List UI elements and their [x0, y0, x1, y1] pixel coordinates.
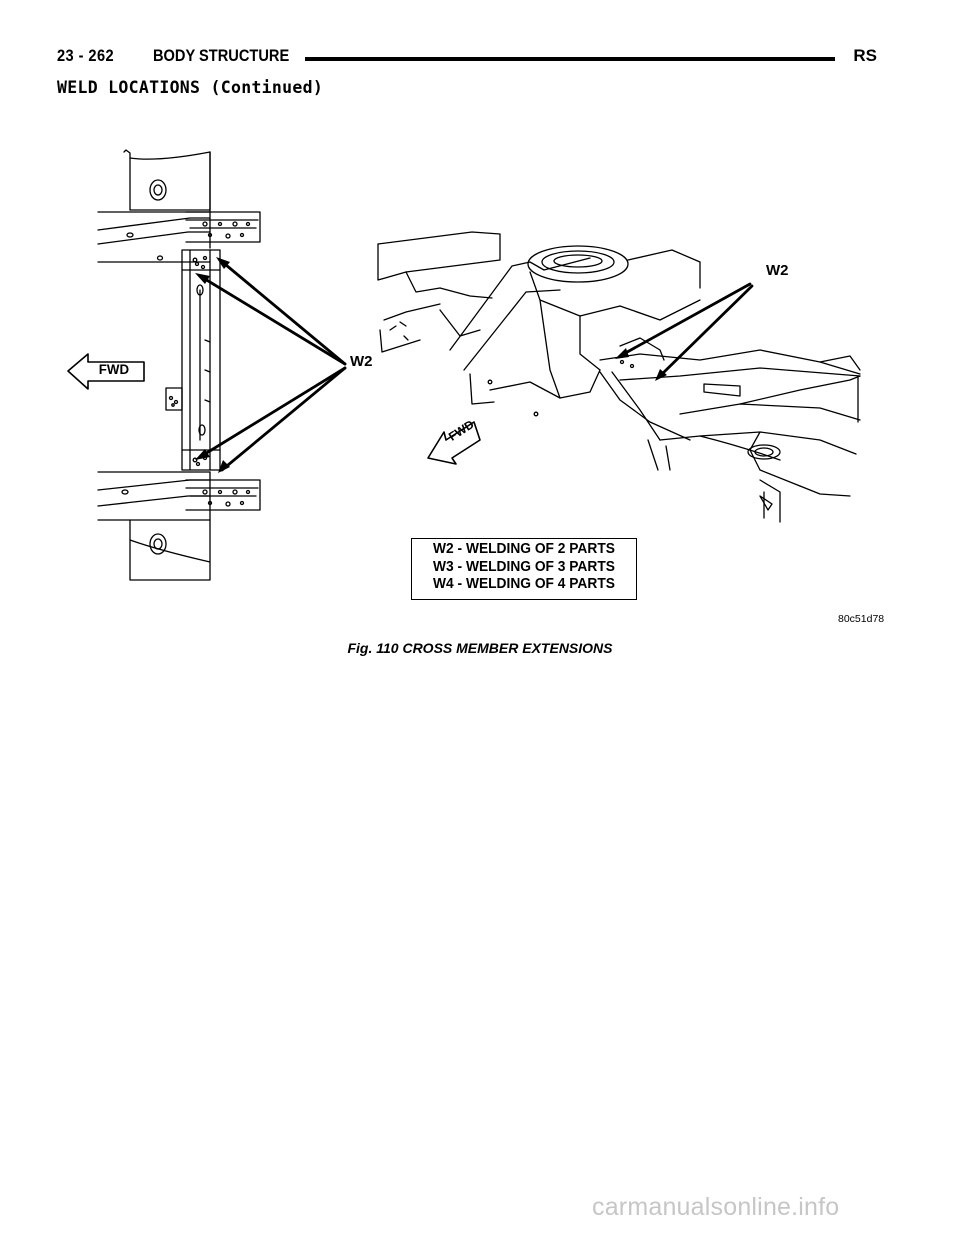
weld-location-figure: FWD FWD W2 W2 W2 - WELDING OF 2 PARTS W3…: [60, 140, 900, 630]
page-header: 23 - 262 BODY STRUCTURE RS: [57, 46, 877, 72]
header-rule: [305, 57, 835, 61]
left-forward-arrow: [67, 353, 145, 390]
left-weld-callout: W2: [350, 353, 373, 370]
left-forward-label: FWD: [98, 361, 130, 377]
weld-legend: W2 - WELDING OF 2 PARTS W3 - WELDING OF …: [411, 538, 637, 600]
lower-extension-bracket: [185, 479, 261, 511]
right-forward-arrow: [427, 421, 481, 465]
line-drawing: [67, 149, 861, 581]
watermark: carmanualsonline.info: [592, 1193, 840, 1221]
section-title: BODY STRUCTURE: [153, 46, 290, 65]
model-code: RS: [853, 46, 877, 65]
legend-line-w4: W4 - WELDING OF 4 PARTS: [433, 576, 615, 592]
section-subheading: WELD LOCATIONS (Continued): [57, 78, 324, 97]
figure-code: 80c51d78: [838, 613, 885, 625]
legend-line-w2: W2 - WELDING OF 2 PARTS: [433, 541, 615, 557]
left-weld-leaders: [198, 258, 347, 472]
upper-frame-rail: [97, 149, 211, 263]
figure-caption: Fig. 110 CROSS MEMBER EXTENSIONS: [347, 640, 613, 656]
rear-chassis-perspective: [377, 231, 861, 523]
page-number: 23 - 262: [57, 46, 115, 65]
right-weld-callout: W2: [766, 262, 789, 279]
legend-line-w3: W3 - WELDING OF 3 PARTS: [433, 558, 615, 575]
upper-extension-bracket: [185, 211, 261, 243]
right-weld-leaders: [618, 282, 754, 378]
